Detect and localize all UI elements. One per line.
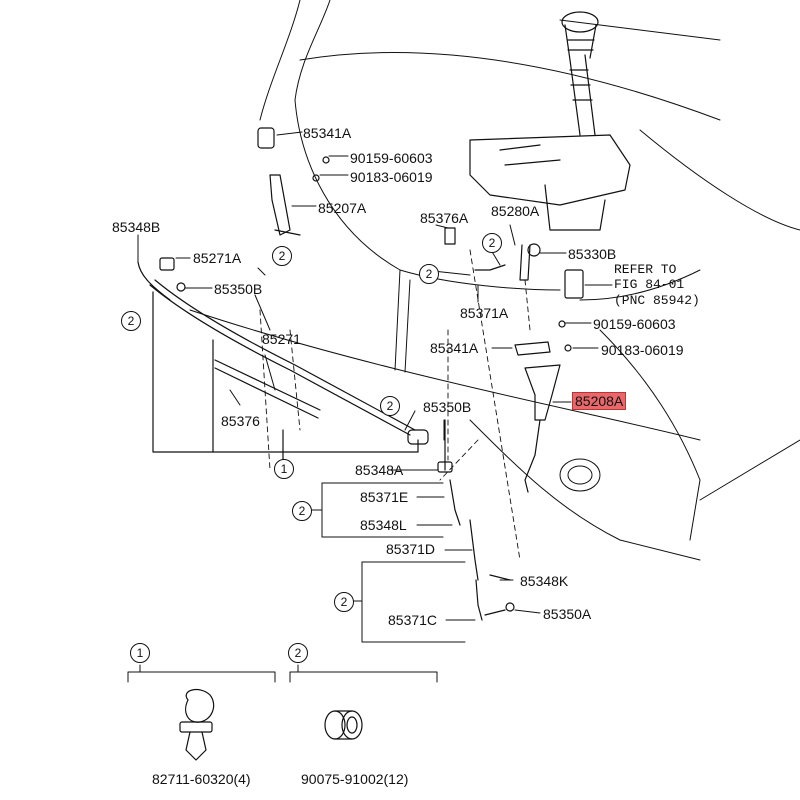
label-82711-60320: 82711-60320(4) (152, 771, 251, 787)
label-90159-60603-mid: 90159-60603 (593, 316, 676, 332)
callout-2-circle: 2 (272, 246, 292, 266)
callout-2-circle: 2 (121, 311, 141, 331)
label-85330B: 85330B (568, 246, 617, 262)
clamp-drawing (324, 710, 363, 740)
label-85350A: 85350A (543, 606, 592, 622)
leader-lines (137, 131, 613, 621)
refer-line-3: (PNC 85942) (614, 293, 700, 308)
label-85376A: 85376A (420, 210, 469, 226)
label-85376: 85376 (221, 413, 260, 429)
label-85271A: 85271A (193, 250, 242, 266)
refer-line-1: REFER TO (614, 262, 677, 277)
callout-2-circle: 2 (419, 264, 439, 284)
clip-drawing (179, 688, 215, 761)
label-85341A-mid: 85341A (430, 340, 479, 356)
callout-2-circle: 2 (292, 501, 312, 521)
label-85348K: 85348K (520, 573, 569, 589)
label-85207A: 85207A (318, 200, 367, 216)
label-85348A: 85348A (355, 462, 404, 478)
label-90183-06019-mid: 90183-06019 (601, 342, 684, 358)
label-85371C: 85371C (388, 612, 438, 628)
label-85271: 85271 (262, 331, 301, 347)
left-nozzle (257, 127, 330, 236)
key-callout-1-circle: 1 (130, 643, 150, 663)
callout-2-circle: 2 (334, 592, 354, 612)
right-hoses (437, 227, 584, 621)
label-85371D: 85371D (386, 541, 436, 557)
label-85371E: 85371E (360, 489, 409, 505)
left-hoses (137, 257, 429, 445)
callout-2-bracket-lower (351, 561, 466, 643)
callout-2-bracket-upper (309, 482, 444, 538)
label-85341A-top: 85341A (303, 125, 352, 141)
label-90183-06019-top: 90183-06019 (350, 169, 433, 185)
label-90159-60603-top: 90159-60603 (350, 150, 433, 166)
label-85350B-mid: 85350B (423, 399, 472, 415)
refer-line-2: FIG 84-01 (614, 277, 685, 292)
label-85371A: 85371A (460, 305, 509, 321)
label-85208A-highlighted: 85208A (572, 392, 627, 410)
callout-2-circle: 2 (380, 396, 400, 416)
callout-1-circle: 1 (274, 459, 294, 479)
dashed-guides (259, 249, 531, 561)
label-85348B: 85348B (112, 219, 161, 235)
label-85350B-left: 85350B (214, 281, 263, 297)
body-outline (189, 0, 800, 561)
label-90075-91002: 90075-91002(12) (301, 771, 409, 787)
key-callout-2-circle: 2 (288, 643, 308, 663)
label-85280A: 85280A (491, 203, 540, 219)
washer-tank (469, 11, 631, 231)
key-boxes (127, 664, 438, 683)
callout-2-circle: 2 (482, 233, 502, 253)
label-85348L: 85348L (360, 517, 407, 533)
callout-1-bracket (152, 291, 419, 463)
